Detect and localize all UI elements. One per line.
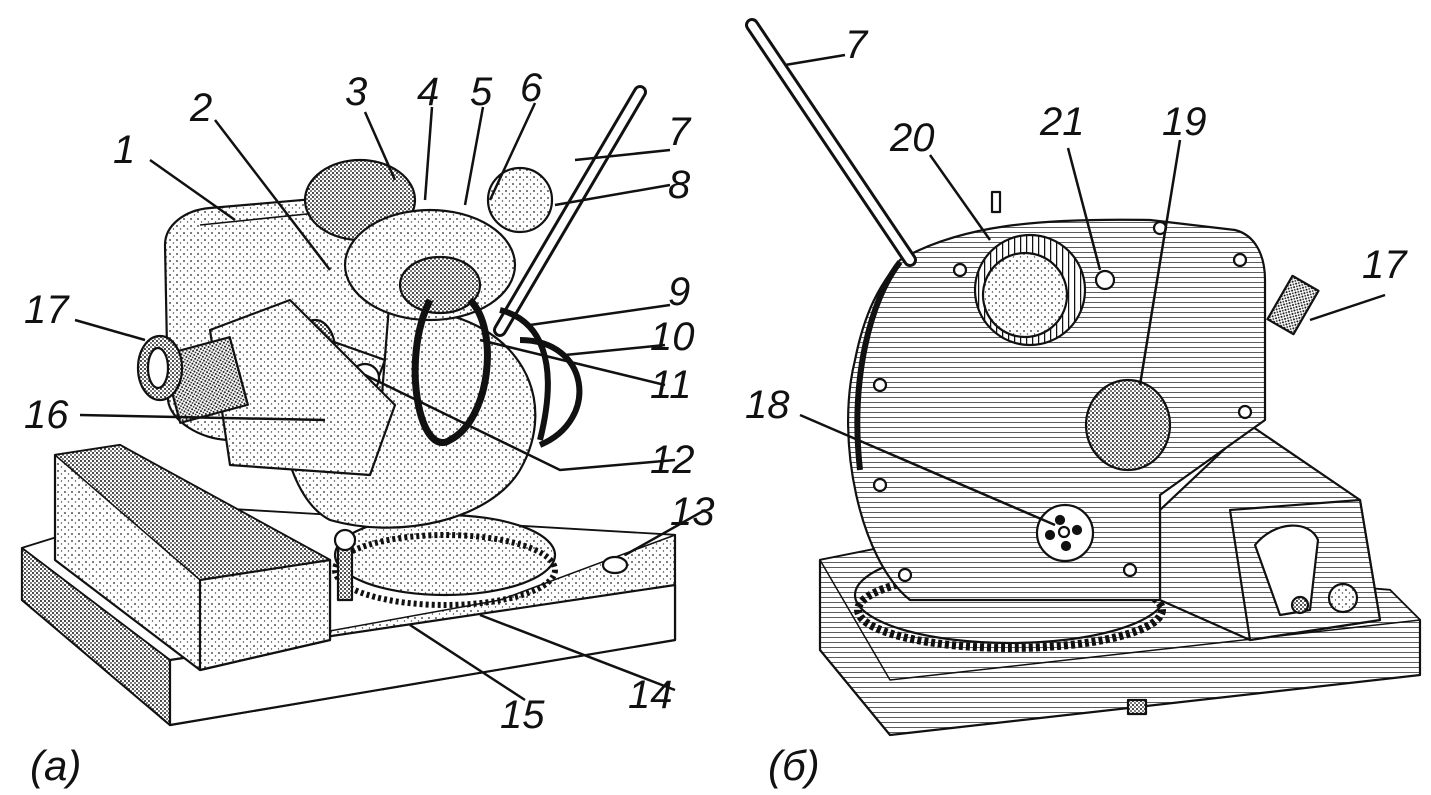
main-panel-b <box>846 218 1267 602</box>
label-a-16: 16 <box>24 393 69 437</box>
label-b-17: 17 <box>1362 243 1407 287</box>
caption-b: (б) <box>768 742 820 789</box>
label-a-7: 7 <box>668 110 691 154</box>
label-b-7: 7 <box>845 23 868 67</box>
cable-9 <box>499 307 551 441</box>
label-a-15: 15 <box>500 693 545 737</box>
cable-loop <box>411 297 491 446</box>
leader-lines-a <box>74 102 706 702</box>
label-a-12: 12 <box>650 438 695 482</box>
label-a-9: 9 <box>668 270 691 314</box>
knob-21 <box>1094 269 1116 291</box>
label-b-21: 21 <box>1040 100 1085 144</box>
label-a-10: 10 <box>650 315 695 359</box>
cable-10 <box>519 337 583 448</box>
apparatus-front-view <box>20 85 677 727</box>
apparatus-rear-view <box>745 18 1422 737</box>
label-a-4: 4 <box>417 70 440 114</box>
sphere-8 <box>486 166 554 234</box>
label-a-11: 11 <box>650 363 692 407</box>
label-a-5: 5 <box>470 70 493 114</box>
caption-a: (а) <box>30 742 82 789</box>
leader-lines-b <box>784 53 1386 527</box>
label-a-8: 8 <box>668 163 691 207</box>
label-a-2: 2 <box>190 86 213 130</box>
label-a-3: 3 <box>345 70 368 114</box>
label-b-20: 20 <box>890 116 935 160</box>
label-a-14: 14 <box>628 673 673 717</box>
knob-19 <box>1084 378 1172 472</box>
label-b-18: 18 <box>745 383 790 427</box>
label-a-13: 13 <box>670 490 715 534</box>
label-b-19: 19 <box>1162 100 1207 144</box>
mount-plate <box>208 298 397 477</box>
label-a-1: 1 <box>113 128 136 172</box>
label-a-6: 6 <box>520 66 543 110</box>
label-a-17: 17 <box>24 288 69 332</box>
